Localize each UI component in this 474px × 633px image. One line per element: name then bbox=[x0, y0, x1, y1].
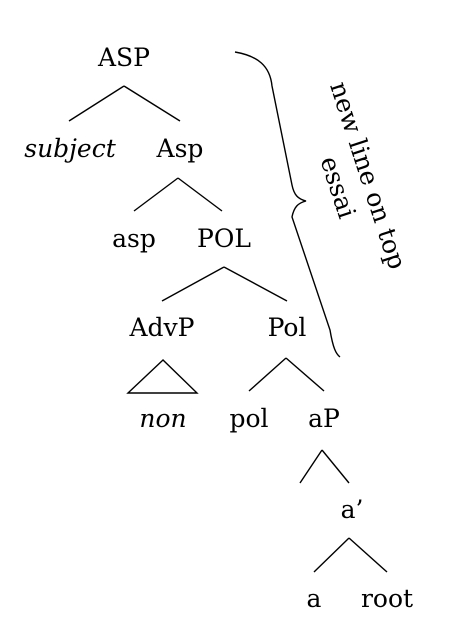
node-pol-phrase: POL bbox=[197, 224, 251, 253]
node-root: root bbox=[361, 584, 413, 613]
node-ap: aP bbox=[308, 404, 340, 433]
node-asp-phrase: ASP bbox=[97, 43, 150, 72]
node-a-prime: a’ bbox=[341, 495, 364, 524]
node-pol-head: pol bbox=[229, 404, 268, 433]
node-a-head: a bbox=[307, 584, 322, 613]
branch-pol-to-advp bbox=[161, 266, 225, 302]
tree-branches bbox=[68, 85, 388, 573]
branch-ap-to-a-prime bbox=[299, 449, 323, 484]
tree-labels: ASP subject Asp asp POL AdvP Pol non pol… bbox=[24, 43, 413, 613]
node-advp: AdvP bbox=[128, 313, 194, 342]
node-subject: subject bbox=[24, 134, 116, 163]
branch-a-prime-to-a bbox=[313, 537, 350, 573]
advp-triangle bbox=[126, 359, 199, 394]
brace-annotation: new line on top essai bbox=[315, 78, 413, 273]
node-asp-bar: Asp bbox=[156, 134, 204, 163]
branch-asp-to-subject bbox=[68, 85, 125, 122]
node-asp-head: asp bbox=[112, 224, 156, 253]
node-non: non bbox=[139, 404, 186, 433]
branch-pol-bar-to-pol-head bbox=[248, 357, 287, 392]
branch-asp-bar-to-asp-head bbox=[133, 177, 179, 212]
node-pol-bar: Pol bbox=[268, 313, 307, 342]
branch-ap-to-a-prime-right bbox=[321, 449, 350, 484]
curly-brace bbox=[234, 51, 341, 358]
branch-a-prime-to-root bbox=[348, 537, 388, 573]
branch-pol-to-pol-bar bbox=[223, 266, 288, 302]
branch-pol-bar-to-ap bbox=[285, 357, 325, 392]
branch-asp-to-asp-bar bbox=[123, 85, 181, 122]
branch-asp-bar-to-pol bbox=[177, 177, 223, 212]
